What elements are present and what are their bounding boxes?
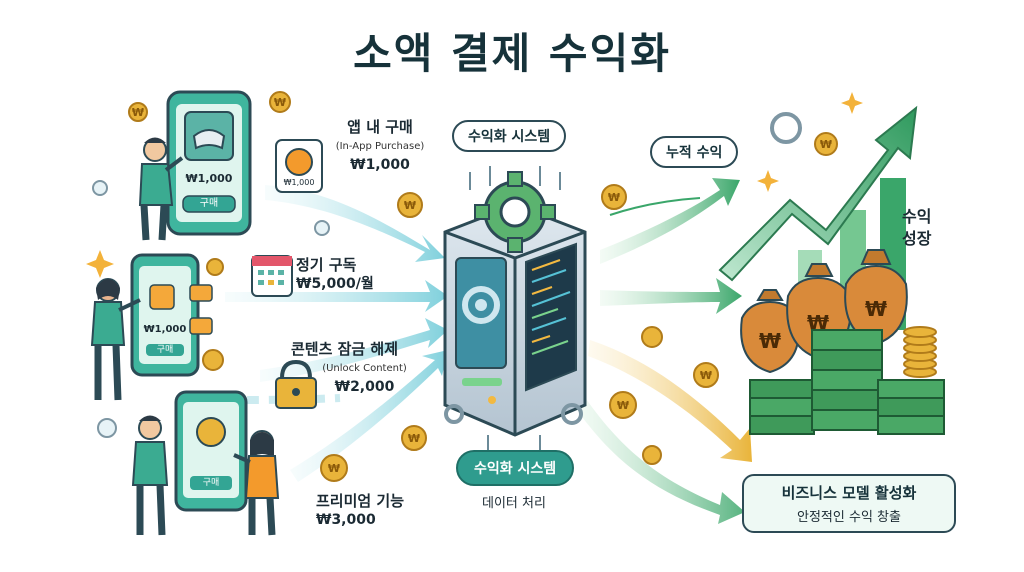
subscription-price: ₩5,000/월 — [296, 276, 374, 292]
dollar-badge-icons — [92, 180, 330, 438]
coin-symbol: ₩ — [617, 399, 629, 412]
bag-symbol: ₩ — [759, 329, 781, 353]
gear-icons — [444, 112, 802, 425]
person-shopper-1 — [138, 137, 184, 241]
phone-premium — [174, 390, 248, 512]
coin-symbol: ₩ — [700, 369, 712, 382]
business-model-subtitle: 안정적인 수익 창출 — [797, 510, 901, 525]
revenue-growth-label: 수익 성장 — [902, 207, 932, 248]
cash-stack-icons — [749, 329, 945, 435]
in-app-purchase-subtitle: (In-App Purchase) — [335, 141, 425, 152]
system-bottom-subtitle: 데이터 처리 — [482, 496, 546, 511]
system-top-label: 수익화 시스템 — [452, 120, 567, 152]
unlock-content-title: 콘텐츠 잠금 해제 — [290, 340, 399, 358]
cumulative-revenue-label: 누적 수익 — [650, 136, 739, 168]
person-shopper-2 — [90, 278, 141, 401]
monetization-server-icon — [443, 166, 587, 455]
in-app-purchase-price: ₩1,000 — [350, 157, 410, 173]
coin-icons — [128, 91, 838, 482]
coin-symbol: ₩ — [608, 191, 620, 204]
coin-symbol: ₩ — [274, 96, 286, 109]
coin-symbol: ₩ — [820, 138, 832, 151]
lock-icon — [275, 359, 317, 409]
phone3-buy-button[interactable]: 구매 — [202, 478, 220, 488]
coin-stack-icons — [903, 326, 937, 378]
coin-symbols: ₩ ₩ ₩ ₩ ₩ ₩ ₩ ₩ ₩ — [132, 96, 832, 475]
unlock-content-subtitle: (Unlock Content) — [322, 363, 407, 374]
person-shopper-3 — [131, 415, 169, 536]
sparkle-icons — [86, 92, 863, 278]
growth-arrow — [718, 105, 918, 282]
subscription-label: 정기 구독 ₩5,000/월 — [296, 256, 374, 294]
coin-card — [275, 139, 323, 193]
business-model-box: 비즈니스 모델 활성화 안정적인 수익 창출 — [742, 474, 956, 533]
system-bottom-label: 수익화 시스템 — [456, 450, 575, 486]
coin-symbol: ₩ — [328, 462, 340, 475]
coin-card-price: ₩1,000 — [283, 178, 315, 187]
premium-feature-label: 프리미엄 기능 ₩3,000 — [316, 492, 404, 530]
bag-symbol: ₩ — [865, 297, 887, 321]
subscription-title: 정기 구독 — [296, 256, 357, 274]
coin-symbol: ₩ — [404, 199, 416, 212]
unlock-content-price: ₩2,000 — [334, 379, 395, 395]
outgoing-flow-arrows — [570, 178, 752, 524]
premium-feature-price: ₩3,000 — [316, 512, 376, 528]
person-shopper-4 — [233, 430, 280, 536]
phone2-price: ₩1,000 — [143, 324, 187, 335]
coin-symbol: ₩ — [408, 432, 420, 445]
in-app-purchase-label: 앱 내 구매 (In-App Purchase) ₩1,000 — [300, 118, 460, 175]
page-title: 소액 결제 수익화 — [353, 29, 671, 78]
phone1-price: ₩1,000 — [185, 172, 233, 185]
phone2-buy-button[interactable]: 구매 — [156, 345, 174, 355]
unlock-content-label: 콘텐츠 잠금 해제 (Unlock Content) ₩2,000 — [262, 340, 427, 397]
calendar-icon — [251, 255, 293, 297]
business-model-title: 비즈니스 모델 활성화 — [781, 484, 917, 502]
phone-subscription — [130, 253, 213, 377]
phone-in-app-purchase — [166, 90, 252, 236]
coin-symbol: ₩ — [132, 106, 144, 119]
in-app-purchase-title: 앱 내 구매 — [347, 118, 413, 136]
premium-feature-title: 프리미엄 기능 — [316, 492, 405, 510]
phone1-buy-button[interactable]: 구매 — [199, 198, 219, 209]
